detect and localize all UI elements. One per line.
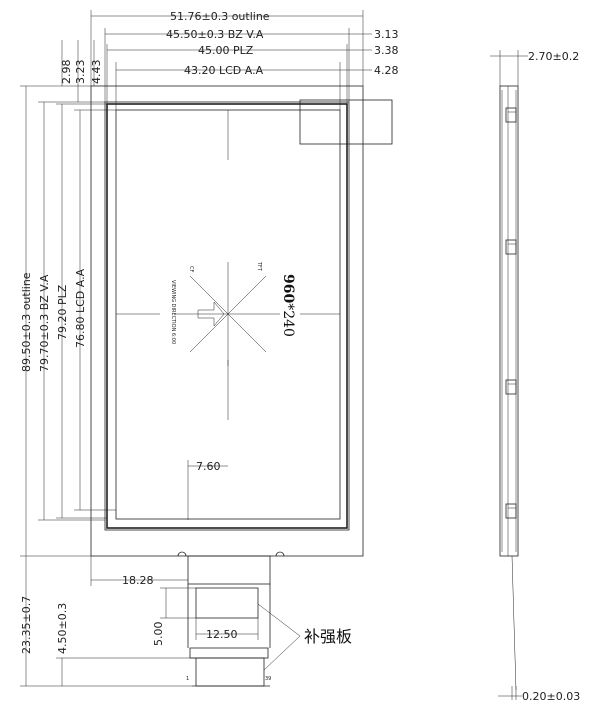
fpc-tail: [187, 555, 271, 687]
dim-7-60: 7.60: [196, 460, 221, 473]
polarizer-area: [106, 103, 348, 529]
dim-lcd-aa-width: 43.20 LCD A.A: [184, 64, 264, 77]
dim-plz-height: 79.20 PLZ: [56, 284, 69, 340]
pin-1-label: 1: [186, 676, 189, 682]
dim-bz-va-width: 45.50±0.3 BZ V.A: [166, 28, 264, 41]
side-view: 2.70±0.2 0.20±0.03: [490, 50, 580, 703]
dim-3-13: 3.13: [374, 28, 399, 41]
ic-area: [299, 99, 393, 145]
module-outline: [90, 85, 364, 557]
dim-outline-height: 89.50±0.3 outline: [20, 272, 33, 372]
dim-stiffener-12-50: 12.50: [206, 628, 238, 641]
resolution-label: 960*240: [280, 274, 296, 337]
stiffener-label: 补强板: [304, 627, 352, 646]
dim-outline-width: 51.76±0.3 outline: [170, 10, 270, 23]
svg-text:960*240: 960*240: [280, 274, 296, 337]
tft-label: TFT: [256, 261, 262, 272]
dim-2-98: 2.98: [60, 60, 73, 85]
dim-18-28: 18.28: [122, 574, 154, 587]
lower-dimensions: 7.60 18.28 23.35±0.7 4.50±0.3 5.00 12.50: [20, 460, 259, 687]
dim-fpc-length: 23.35±0.7: [20, 596, 33, 654]
gold-fingers: [195, 657, 265, 687]
viewing-direction-symbol: [176, 262, 280, 366]
dim-side-thickness: 2.70±0.2: [528, 50, 579, 63]
dim-bz-va-height: 79.70±0.3 BZ V.A: [38, 274, 51, 372]
dim-plz-width: 45.00 PLZ: [198, 44, 254, 57]
left-dimensions: 2.98 3.23 4.43 89.50±0.3 outline 79.70±0…: [20, 40, 116, 557]
cf-label: CF: [188, 266, 194, 272]
dim-3-38: 3.38: [374, 44, 399, 57]
dim-3-23: 3.23: [74, 60, 87, 85]
dim-fpc-thickness: 0.20±0.03: [522, 690, 580, 703]
dim-4-43: 4.43: [90, 60, 103, 85]
front-view: CF TFT VIEWING DIRECTION 6:00 960*240 1 …: [90, 85, 393, 687]
dim-stiffener-5-00: 5.00: [152, 622, 165, 647]
dim-lcd-aa-height: 76.80 LCD A.A: [74, 268, 87, 348]
dim-4-28: 4.28: [374, 64, 399, 77]
viewing-direction-label: VIEWING DIRECTION 6:00: [170, 280, 176, 344]
top-dimensions: 51.76±0.3 outline 45.50±0.3 BZ V.A 45.00…: [90, 10, 399, 110]
pin-39-label: 39: [265, 676, 271, 682]
dim-stiffener-4-50: 4.50±0.3: [56, 603, 69, 654]
stiffener-top: [195, 587, 259, 619]
bezel-view-area: [104, 101, 350, 531]
